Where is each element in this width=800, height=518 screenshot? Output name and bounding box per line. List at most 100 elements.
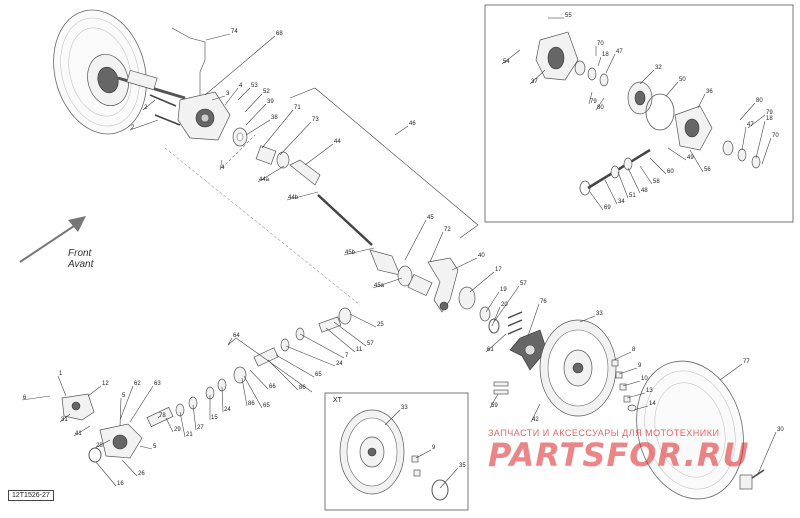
callout-c57b: 57 <box>367 341 374 347</box>
callout-leader-c62 <box>119 385 134 421</box>
callout-c27: 27 <box>197 425 204 431</box>
callout-leader-c4b <box>219 159 223 171</box>
callout-c41: 41 <box>75 431 82 437</box>
wheel-rim-33 <box>539 319 617 417</box>
callout-leader-c24b <box>221 386 224 413</box>
inset-o-ring-50 <box>645 93 675 131</box>
callout-c55: 55 <box>565 13 572 19</box>
callout-leader-c79a <box>588 91 593 105</box>
bolt-2b <box>154 114 181 126</box>
callout-c26: 26 <box>138 471 145 477</box>
callout-c33a: 33 <box>596 311 603 317</box>
callout-leader-c5a <box>119 397 122 427</box>
callout-leader-c53 <box>237 87 251 101</box>
callout-c64: 64 <box>233 333 240 339</box>
callout-leader-c11 <box>325 327 356 353</box>
callout-c45a: 45a <box>374 283 385 289</box>
clips-59 <box>493 381 509 395</box>
callout-leader-c56 <box>689 149 704 173</box>
callout-leader-c19 <box>485 291 500 313</box>
callout-c45b: 45b <box>345 250 356 256</box>
callout-leader-c80a <box>595 97 605 111</box>
inset-bearings-left <box>574 60 609 87</box>
callout-c38: 38 <box>271 115 278 121</box>
callout-c18b: 18 <box>766 116 773 122</box>
callout-c63: 63 <box>154 381 161 387</box>
inset-ring-gear <box>627 81 653 115</box>
callout-leader-c36 <box>697 93 706 109</box>
diagram-code: 12T1526-27 <box>8 490 54 501</box>
wheel-studs <box>507 311 523 335</box>
callout-leader-c86a <box>267 359 299 391</box>
callout-leader-c17 <box>469 271 495 293</box>
callout-c30: 30 <box>777 427 784 433</box>
inset-seals-right <box>722 140 761 169</box>
callout-c16: 16 <box>117 481 124 487</box>
callout-leader-c2b <box>129 119 159 131</box>
callout-leader-c9b <box>415 449 432 459</box>
callout-c62: 62 <box>134 381 141 387</box>
callout-leader-c45b <box>343 247 375 256</box>
callout-leader-c71 <box>261 109 294 149</box>
callout-c70a: 70 <box>597 41 604 47</box>
ring-20 <box>488 318 500 334</box>
cv-joint-inner <box>255 145 290 169</box>
callout-c47b: 47 <box>747 122 754 128</box>
callout-leader-c59 <box>489 393 499 409</box>
callout-leader-c58 <box>639 165 653 185</box>
callout-c31: 31 <box>61 417 68 423</box>
callout-c14: 14 <box>649 401 656 407</box>
callout-leader-c33a <box>579 315 596 323</box>
callout-leader-c3 <box>211 95 226 101</box>
callout-c86b: 86 <box>248 401 255 407</box>
callout-leader-c4a <box>224 87 239 106</box>
callout-c2b: 2 <box>131 125 135 131</box>
callout-c48: 48 <box>641 188 648 194</box>
front-note-fr: Avant <box>68 259 94 270</box>
o-ring-16 <box>88 447 102 463</box>
callout-c6: 6 <box>23 395 27 401</box>
callout-leader-c44b <box>286 191 319 201</box>
callout-leader-c60 <box>649 157 667 175</box>
bearing-17 <box>458 286 476 310</box>
callout-c60: 60 <box>667 169 674 175</box>
callout-c59: 59 <box>491 403 498 409</box>
callout-c35: 35 <box>459 463 466 469</box>
callout-leader-c13 <box>626 392 646 399</box>
callout-c72: 72 <box>444 227 451 233</box>
callout-c44a: 44a <box>259 177 270 183</box>
callout-c15: 15 <box>211 415 218 421</box>
steering-knuckle <box>427 257 459 313</box>
cv-boot-44 <box>289 159 321 186</box>
brake-caliper-left <box>61 393 95 421</box>
callout-leader-c42 <box>530 403 541 423</box>
front-note-en: Front <box>68 248 92 259</box>
watermark-line2: PARTSFOR.RU <box>488 436 750 474</box>
callout-leader-c26 <box>121 459 138 477</box>
callout-c71: 71 <box>294 105 301 111</box>
callout-leader-c35 <box>439 467 459 489</box>
bolt-2a <box>149 94 177 107</box>
callout-c42: 42 <box>532 417 539 423</box>
callout-c80b: 80 <box>756 98 763 104</box>
callout-c13: 13 <box>646 388 653 394</box>
callout-leader-c29 <box>165 417 174 433</box>
callout-c2a: 2 <box>144 105 148 111</box>
callout-leader-c76 <box>527 303 540 337</box>
callout-c3: 3 <box>226 91 230 97</box>
callout-leader-c57b <box>333 321 367 347</box>
front-direction-arrow <box>19 216 86 263</box>
callout-c80a: 80 <box>597 105 604 111</box>
inset-differential-housing <box>535 31 579 81</box>
callout-leader-c78 <box>157 415 161 419</box>
callout-leader-c54 <box>501 49 521 65</box>
watermark-line1: ЗАПЧАСТИ И АКСЕССУАРЫ ДЛЯ МОТОТЕХНИКИ <box>488 428 720 438</box>
callout-c9a: 9 <box>638 363 642 369</box>
axle-shaft <box>317 194 373 246</box>
callout-c20: 20 <box>501 302 508 308</box>
callout-c5b: 5 <box>153 444 157 450</box>
callout-leader-c5b <box>139 445 153 450</box>
upper-driveshaft <box>117 69 186 100</box>
callout-c61: 61 <box>487 347 494 353</box>
callout-leader-c64 <box>227 337 233 346</box>
